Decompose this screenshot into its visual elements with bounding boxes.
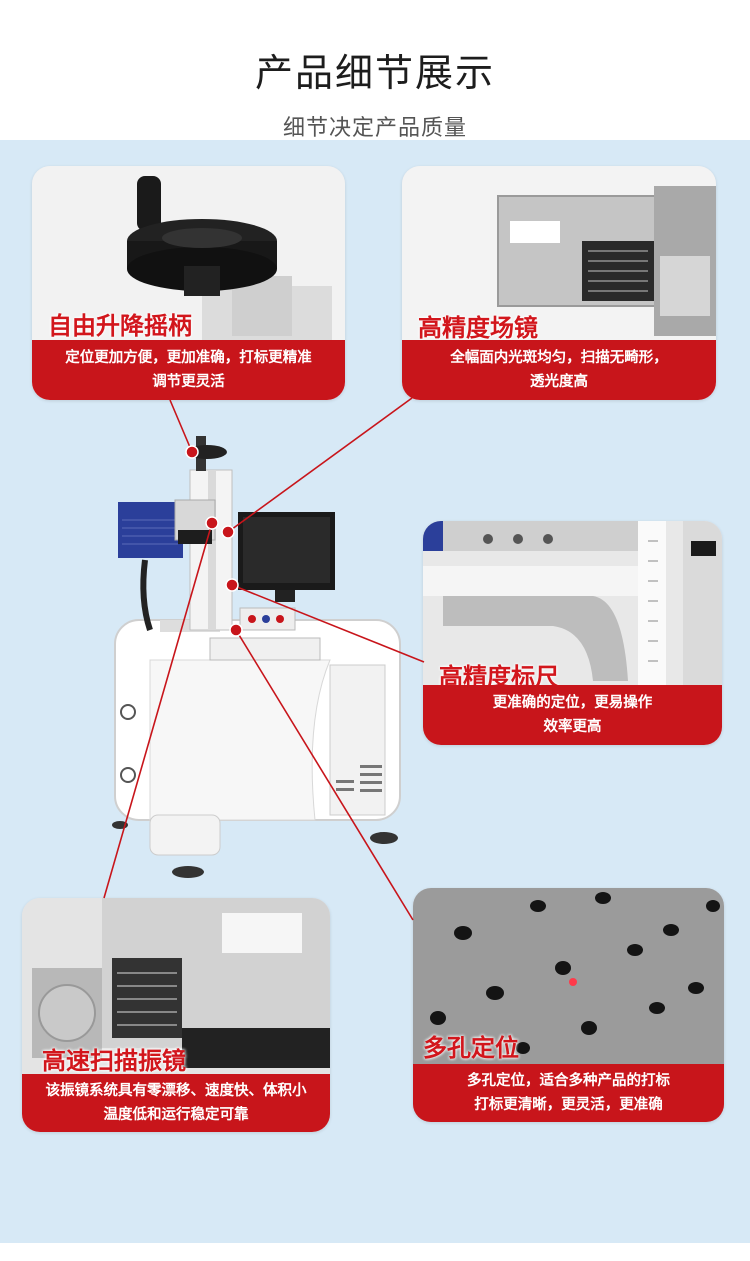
feature-label: 高速扫描振镜 xyxy=(42,1047,186,1075)
feature-desc-line: 更准确的定位，更易操作 xyxy=(492,695,653,711)
page-subtitle: 细节决定产品质量 xyxy=(282,116,467,141)
feature-desc-line: 打标更清晰，更灵活，更准确 xyxy=(474,1097,663,1113)
feature-description: 该振镜系统具有零漂移、速度快、体积小 温度低和运行稳定可靠 xyxy=(22,1074,330,1132)
feature-description: 多孔定位，适合多种产品的打标 打标更清晰，更灵活，更准确 xyxy=(413,1064,724,1122)
feature-description: 定位更加方便，更加准确，打标更精准 调节更灵活 xyxy=(32,340,345,400)
feature-desc-line: 全幅面内光斑均匀，扫描无畸形， xyxy=(450,350,668,366)
feature-label: 自由升降摇柄 xyxy=(48,312,192,340)
feature-card-ruler: 高精度标尺 更准确的定位，更易操作 效率更高 xyxy=(423,521,722,745)
feature-card-galvo: 高速扫描振镜 该振镜系统具有零漂移、速度快、体积小 温度低和运行稳定可靠 xyxy=(22,898,330,1132)
feature-desc-line: 透光度高 xyxy=(530,374,588,390)
feature-card-handwheel: 自由升降摇柄 定位更加方便，更加准确，打标更精准 调节更灵活 xyxy=(32,166,345,400)
feature-desc-line: 定位更加方便，更加准确，打标更精准 xyxy=(65,350,312,366)
feature-card-field-lens: 高精度场镜 全幅面内光斑均匀，扫描无畸形， 透光度高 xyxy=(402,166,716,400)
feature-desc-line: 该振镜系统具有零漂移、速度快、体积小 xyxy=(45,1083,307,1099)
feature-description: 全幅面内光斑均匀，扫描无畸形， 透光度高 xyxy=(402,340,716,400)
feature-desc-line: 多孔定位，适合多种产品的打标 xyxy=(467,1073,670,1089)
feature-desc-line: 调节更灵活 xyxy=(152,374,225,390)
feature-label: 高精度场镜 xyxy=(418,314,538,342)
feature-card-perforated-table: 多孔定位 多孔定位，适合多种产品的打标 打标更清晰，更灵活，更准确 xyxy=(413,888,724,1122)
feature-desc-line: 温度低和运行稳定可靠 xyxy=(103,1107,249,1123)
page-title: 产品细节展示 xyxy=(254,51,495,95)
feature-desc-line: 效率更高 xyxy=(543,719,602,735)
feature-label: 多孔定位 xyxy=(423,1034,519,1062)
feature-description: 更准确的定位，更易操作 效率更高 xyxy=(423,685,722,745)
